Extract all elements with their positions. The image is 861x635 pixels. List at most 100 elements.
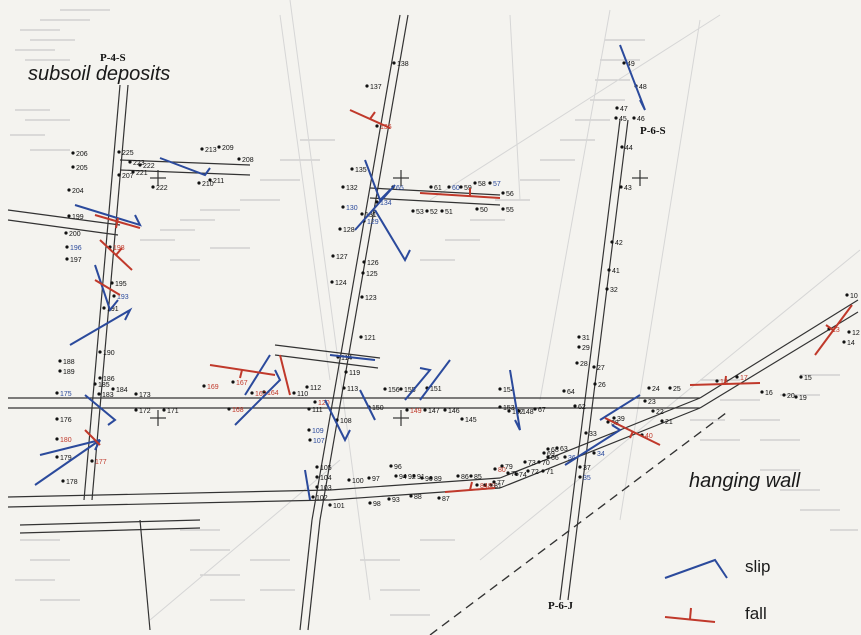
station-number: 168: [232, 407, 244, 414]
slip-symbol: [74, 204, 142, 227]
fall-symbol: [419, 188, 501, 199]
station-number: 198: [113, 245, 125, 252]
station-number: 14: [847, 340, 855, 347]
station-number: 67: [538, 407, 546, 414]
survey-point: [612, 416, 616, 420]
survey-point: [606, 420, 610, 424]
station-number: 84: [480, 483, 488, 490]
station-number: 209: [222, 145, 234, 152]
galleries: [7, 14, 859, 631]
slip-symbol: [599, 394, 641, 421]
station-number: 131: [365, 212, 377, 219]
station-number: 222: [143, 163, 155, 170]
fall-symbol: [94, 279, 121, 296]
station-number: 179: [60, 455, 72, 462]
central-shaft: [299, 14, 409, 631]
station-number: 163: [255, 391, 267, 398]
station-number: 190: [103, 350, 115, 357]
fall-symbol: [209, 364, 276, 379]
survey-point: [660, 419, 664, 423]
slip-symbol: [419, 359, 451, 401]
slip-symbol: [374, 209, 411, 263]
station-number: 88: [414, 494, 422, 501]
fall-symbol: [664, 607, 716, 623]
station-number: 60: [452, 185, 460, 192]
survey-point: [315, 475, 319, 479]
station-number: 40: [645, 433, 653, 440]
survey-point: [405, 408, 409, 412]
survey-point: [533, 407, 537, 411]
survey-point: [292, 391, 296, 395]
station-number: 147: [428, 408, 440, 415]
station-number: 221: [136, 170, 148, 177]
survey-point: [375, 124, 379, 128]
survey-point: [331, 254, 335, 258]
survey-point: [799, 375, 803, 379]
hanging-wall-label: hanging wall: [689, 470, 801, 492]
survey-point: [338, 227, 342, 231]
survey-point: [67, 188, 71, 192]
station-number: 225: [122, 150, 134, 157]
survey-point: [647, 386, 651, 390]
station-number: 44: [625, 145, 633, 152]
survey-point: [305, 385, 309, 389]
survey-point: [55, 437, 59, 441]
station-number: 68: [551, 447, 559, 454]
station-number: 200: [69, 231, 81, 238]
station-number: 58: [478, 181, 486, 188]
fall-symbol: [94, 214, 141, 229]
slip-symbol: [159, 157, 211, 177]
station-number: 56: [506, 191, 514, 198]
lower-left-tunnels: [19, 519, 201, 631]
survey-point: [847, 330, 851, 334]
survey-point: [514, 472, 518, 476]
survey-point: [359, 335, 363, 339]
survey-point: [592, 451, 596, 455]
survey-point: [794, 395, 798, 399]
station-number: 96: [394, 464, 402, 471]
slip-symbol: [234, 369, 282, 426]
station-number: 167: [236, 380, 248, 387]
station-number: 23: [648, 399, 656, 406]
cross-marker: [393, 170, 409, 186]
station-number: 25: [673, 386, 681, 393]
station-number: 145: [465, 417, 477, 424]
cross-marker: [632, 170, 648, 186]
station-number: 34: [597, 451, 605, 458]
survey-point: [65, 257, 69, 261]
survey-point: [151, 185, 155, 189]
survey-point: [237, 157, 241, 161]
survey-point: [610, 240, 614, 244]
slip-symbols: [34, 44, 728, 579]
survey-point: [342, 386, 346, 390]
station-number: 71: [546, 469, 554, 476]
station-number: 87: [442, 496, 450, 503]
station-number: 204: [72, 188, 84, 195]
station-number: 180: [60, 437, 72, 444]
survey-point: [387, 497, 391, 501]
survey-point: [526, 469, 530, 473]
survey-point: [420, 476, 424, 480]
station-number: 153: [503, 405, 515, 412]
station-number: 94: [399, 474, 407, 481]
survey-point: [55, 417, 59, 421]
slip-symbol: [84, 394, 117, 426]
station-number: 177: [95, 459, 107, 466]
station-number: 195: [115, 281, 127, 288]
survey-point: [90, 459, 94, 463]
subsoil-deposits-label: subsoil deposits: [28, 63, 171, 85]
station-number: 188: [63, 359, 75, 366]
station-number: 104: [320, 475, 332, 482]
station-number: 137: [370, 84, 382, 91]
survey-point: [622, 61, 626, 65]
station-number: 47: [620, 106, 628, 113]
survey-point: [456, 474, 460, 478]
survey-point: [782, 393, 786, 397]
cross-gallery-114: [274, 344, 381, 369]
main-gallery: [8, 397, 700, 409]
shaft-label-p6j: P-6-J: [548, 600, 574, 612]
slip-symbol: [354, 184, 396, 231]
station-number: 176: [60, 417, 72, 424]
station-number: 90: [425, 476, 433, 483]
survey-point: [469, 474, 473, 478]
